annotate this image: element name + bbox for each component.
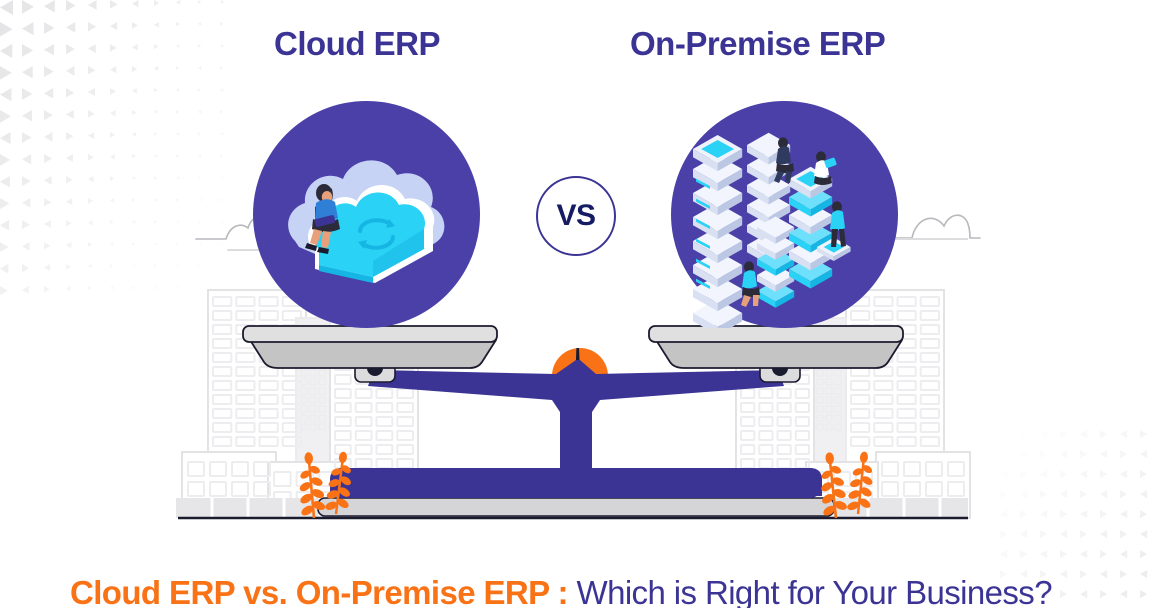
caption-highlight: Cloud ERP vs. On-Premise ERP : — [70, 574, 569, 608]
vs-badge-label: VS — [556, 199, 596, 232]
server-rack-icon — [693, 132, 851, 328]
caption-rest: Which is Right for Your Business? — [576, 574, 1053, 608]
sync-arrows-icon — [358, 218, 395, 250]
page-title-onprem: On-Premise ERP — [630, 25, 886, 62]
scale-beam — [368, 360, 784, 470]
person-sitting-top — [774, 137, 794, 183]
person-standing — [830, 201, 846, 247]
scale-pan-left — [242, 325, 498, 369]
cloud-erp-illustration — [253, 101, 480, 328]
person-bottom-laptop — [741, 261, 760, 307]
person-with-laptop — [305, 184, 340, 254]
person-with-tablet — [814, 151, 837, 185]
page-title-cloud: Cloud ERP — [274, 25, 441, 62]
pattern-top-left — [0, 0, 224, 296]
onprem-erp-illustration — [671, 101, 898, 328]
cloud-icon — [288, 160, 445, 283]
plant-right — [814, 449, 879, 521]
plant-left — [293, 448, 358, 521]
scale-pan-right — [648, 325, 904, 369]
pattern-bottom-right — [1000, 430, 1148, 599]
caption: Cloud ERP vs. On-Premise ERP : Which is … — [70, 574, 1053, 608]
vs-badge: VS — [536, 176, 616, 256]
